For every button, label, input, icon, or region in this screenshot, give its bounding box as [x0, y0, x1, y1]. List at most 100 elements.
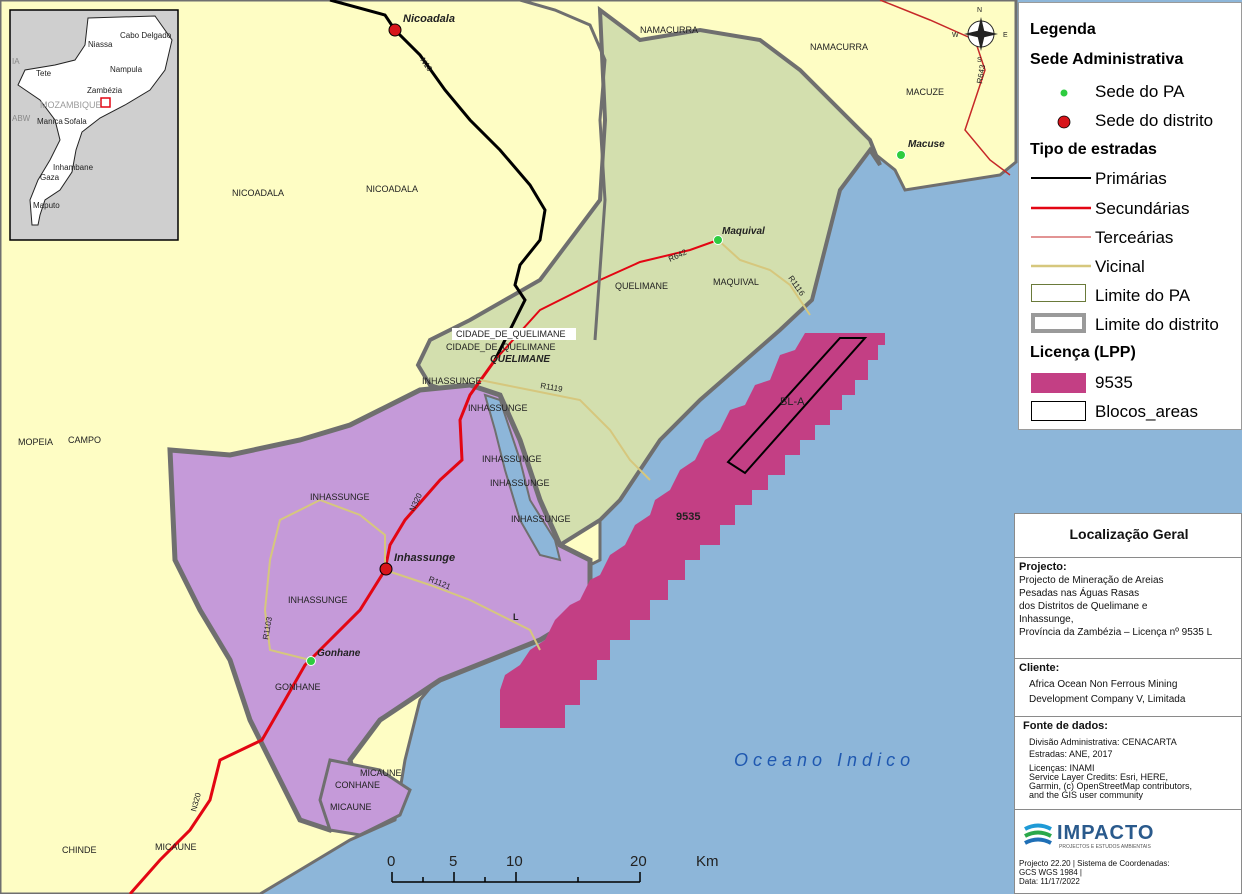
panel-cliente-line-2: Development Company V, Limitada — [1029, 694, 1186, 705]
inset-label-niassa: Niassa — [88, 40, 113, 49]
label-quelimane-city: QUELIMANE — [490, 354, 550, 365]
inset-label-zambezia: Zambézia — [87, 86, 123, 95]
label-block-bl-a: BL-A — [780, 396, 805, 408]
inset-label-ia: IA — [12, 57, 20, 66]
panel-footer-line-2: GCS WGS 1984 | — [1019, 868, 1082, 877]
legend-roads-header: Tipo de estradas — [1030, 141, 1157, 158]
road-vicinal-r1103 — [263, 499, 321, 661]
town-gonhane[interactable] — [306, 656, 316, 666]
legend-limite-pa: Limite do PA — [1095, 286, 1191, 305]
label-macuze: MACUZE — [906, 87, 944, 97]
estuary — [483, 393, 562, 562]
inset-label-tete: Tete — [36, 69, 52, 78]
label-micaune-3: MICAUNE — [155, 842, 197, 852]
label-inhassunge-5: INHASSUNGE — [511, 514, 571, 524]
scale-tick-5: 5 — [449, 853, 457, 870]
panel-footer-line-3: Data: 11/17/2022 — [1019, 877, 1080, 886]
label-macuse-town: Macuse — [908, 139, 945, 150]
panel-fonte-label: Fonte de dados: — [1023, 720, 1108, 732]
inset-label-abw: ABW — [12, 114, 31, 123]
north-arrow: N S E W — [952, 7, 1008, 64]
label-maquival-town: Maquival — [722, 226, 765, 237]
road-vicinal-r1116 — [717, 239, 811, 316]
label-maquival-pa: MAQUIVAL — [713, 277, 759, 287]
label-namacurra-2: NAMACURRA — [810, 42, 868, 52]
scale-tick-10: 10 — [506, 853, 523, 870]
road-label-r1103: R1103 — [261, 616, 274, 641]
town-nicoadala[interactable] — [388, 23, 402, 37]
scale-bar: 0 5 10 20 Km — [387, 853, 719, 883]
label-mopeia: MOPEIA — [18, 437, 53, 447]
north-arrow-s: S — [977, 57, 982, 64]
secondary-road-icon — [1031, 206, 1091, 210]
panel-projecto-line-2: Pesadas nas Águas Rasas — [1019, 588, 1140, 599]
label-campo: CAMPO — [68, 435, 101, 445]
town-maquival[interactable] — [713, 235, 723, 245]
panel-fonte-line-4: Service Layer Credits: Esri, HERE, — [1029, 772, 1169, 782]
inset-label-cabo-delgado: Cabo Delgado — [120, 31, 172, 40]
road-vicinal-r1119 — [479, 379, 651, 481]
sede-pa-marker — [306, 656, 316, 666]
legend-title: Legenda — [1030, 21, 1096, 38]
sede-distrito-icon — [1057, 115, 1071, 129]
legend-tercearias: Terceárias — [1095, 228, 1174, 247]
label-inhassunge-town: Inhassunge — [394, 552, 455, 564]
panel-title: Localização Geral — [1069, 526, 1189, 542]
panel-cliente-line-1: Africa Ocean Non Ferrous Mining — [1029, 679, 1178, 690]
north-arrow-needle — [964, 17, 998, 51]
panel-projecto-label: Projecto: — [1019, 561, 1067, 573]
label-inhassunge-7: INHASSUNGE — [288, 595, 348, 605]
block-bl-a — [726, 337, 868, 475]
road-label-r1119: R1119 — [540, 381, 564, 394]
label-gonhane-town: Gonhane — [317, 648, 361, 659]
label-inhassunge-4: INHASSUNGE — [490, 478, 550, 488]
sede-pa-icon — [1059, 88, 1069, 98]
road-r643-tertiary — [879, 0, 1011, 176]
impacto-logo-subtitle: PROJECTOS E ESTUDOS AMBIENTAIS — [1059, 844, 1151, 850]
panel-projecto-line-1: Projecto de Mineração de Areias — [1019, 575, 1164, 586]
limite-distrito-icon — [1031, 313, 1086, 333]
panel-fonte-line-1: Divisão Administrativa: CENACARTA — [1029, 737, 1177, 747]
label-quelimane-pa: QUELIMANE — [615, 281, 668, 291]
legend-vicinal: Vicinal — [1095, 257, 1145, 276]
town-macuse[interactable] — [896, 150, 906, 160]
north-arrow-w: W — [952, 32, 959, 39]
town-inhassunge[interactable] — [379, 562, 393, 576]
legend-blocos: Blocos_areas — [1095, 402, 1199, 421]
inset-label-manica: Manica — [37, 117, 63, 126]
panel-footer-line-1: Projecto 22.20 | Sistema de Coordenadas: — [1019, 859, 1170, 868]
road-n320-secondary — [128, 359, 497, 894]
inset-map: Cabo Delgado Niassa Tete Nampula Zambézi… — [9, 9, 179, 241]
label-micaune-2: MICAUNE — [330, 802, 372, 812]
inset-label-mozambique: MOZAMBIQUE — [40, 100, 102, 110]
blocos-icon — [1031, 401, 1086, 421]
label-nicoadala-district-2: NICOADALA — [366, 184, 418, 194]
label-nicoadala-district-1: NICOADALA — [232, 188, 284, 198]
impacto-logo-name: IMPACTO — [1057, 822, 1155, 844]
license-icon — [1031, 373, 1086, 393]
panel-projecto-line-5: Província da Zambézia – Licença nº 9535 … — [1019, 627, 1213, 638]
panel-logo-section: IMPACTO PROJECTOS E ESTUDOS AMBIENTAIS P… — [1015, 809, 1242, 895]
north-arrow-e: E — [1003, 32, 1008, 39]
inset-mozambique — [17, 15, 173, 226]
inset-location-marker — [100, 97, 111, 108]
north-arrow-n: N — [977, 7, 982, 14]
panel-projecto-section: Projecto: Projecto de Mineração de Areia… — [1015, 557, 1242, 658]
legend-licenca-header: Licença (LPP) — [1030, 344, 1136, 361]
scale-unit: Km — [696, 853, 719, 870]
legend-primarias: Primárias — [1095, 169, 1167, 188]
panel-fonte-line-3: Licenças: INAMI — [1029, 763, 1095, 773]
panel-fonte-line-5: Garmin, (c) OpenStreetMap contributors, — [1029, 781, 1193, 791]
label-bg-cidade — [452, 328, 576, 340]
road-vicinal-inhassunge — [319, 499, 386, 570]
primary-road-icon — [1031, 177, 1091, 179]
pa-maquival-area — [415, 5, 882, 548]
license-9535-area — [500, 333, 885, 728]
label-nicoadala-town: Nicoadala — [403, 13, 455, 25]
inset-label-maputo: Maputo — [33, 201, 60, 210]
scale-bar-line — [391, 872, 641, 883]
legend-limite-distrito: Limite do distrito — [1095, 315, 1219, 334]
label-cidade-2: CIDADE_DE_QUELIMANE — [446, 342, 556, 352]
sede-distrito-marker — [379, 562, 393, 576]
panel-cliente-section: Cliente: Africa Ocean Non Ferrous Mining… — [1015, 658, 1242, 716]
